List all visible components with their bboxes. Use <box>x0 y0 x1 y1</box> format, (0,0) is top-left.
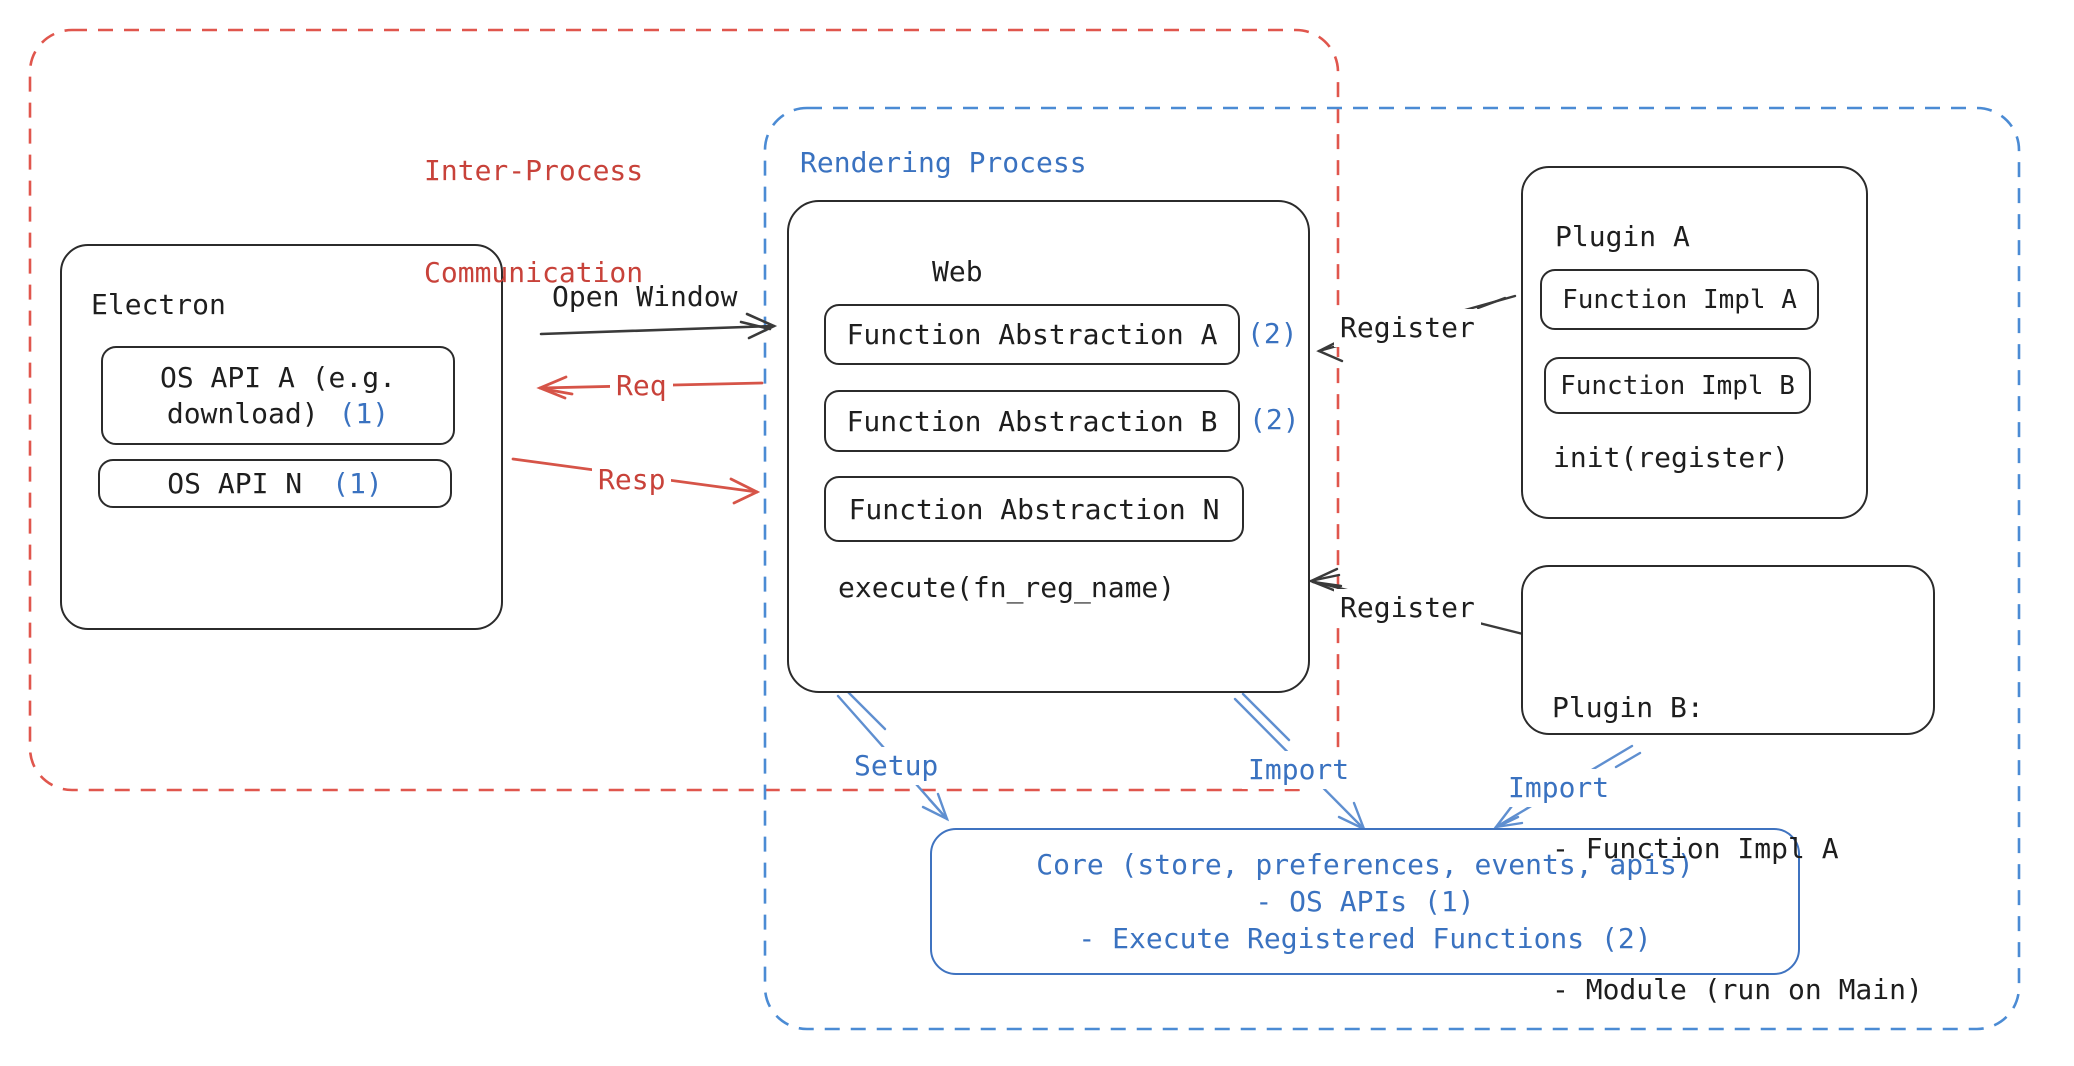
setup-label: Setup <box>848 747 945 785</box>
function-abstraction-b-badge: (2) <box>1249 403 1300 436</box>
plugin-a-box <box>1521 166 1868 519</box>
plugin-b-item-module: - Module (run on Main) <box>1552 973 1923 1006</box>
register-label-plugin-b: Register <box>1334 589 1481 627</box>
function-abstraction-b-label: Function Abstraction B <box>846 404 1218 438</box>
function-abstraction-a-box: Function Abstraction A <box>824 304 1240 365</box>
init-register-label: init(register) <box>1553 441 1790 474</box>
register-label-plugin-a: Register <box>1334 309 1481 347</box>
plugin-b-title: Plugin B: <box>1552 691 1704 724</box>
ipc-label-line2: Communication <box>424 256 644 289</box>
ipc-region-label: Inter-Process Communication <box>424 86 643 358</box>
plugin-b-box <box>1521 565 1935 735</box>
os-api-a-line2-row: download) (1) <box>167 396 389 432</box>
os-api-n-label: OS API N <box>167 467 303 500</box>
plugin-a-title: Plugin A <box>1555 220 1690 253</box>
plugin-b-text: Plugin B: - Function Impl A - Module (ru… <box>1552 590 1923 1066</box>
os-api-a-line2: download) <box>166 396 319 430</box>
req-label: Req <box>610 367 673 405</box>
function-abstraction-b-box: Function Abstraction B <box>824 390 1240 452</box>
rendering-process-boundary <box>763 106 2021 1031</box>
os-api-a-badge: (1) <box>338 396 390 430</box>
import-label-plugin-b: Import <box>1502 769 1616 807</box>
web-title: Web <box>932 255 983 288</box>
execute-call-label: execute(fn_reg_name) <box>838 571 1176 604</box>
function-abstraction-a-label: Function Abstraction A <box>846 318 1218 351</box>
function-impl-a-label: Function Impl A <box>1562 284 1797 315</box>
function-abstraction-a-badge: (2) <box>1247 317 1298 350</box>
function-impl-b-box: Function Impl B <box>1544 357 1811 414</box>
resp-label: Resp <box>592 461 672 499</box>
open-window-arrow <box>539 312 778 340</box>
import-label-web: Import <box>1242 751 1356 789</box>
os-api-a-box: OS API A (e.g. download) (1) <box>101 346 455 445</box>
open-window-label: Open Window <box>552 280 738 313</box>
function-abstraction-n-label: Function Abstraction N <box>848 492 1220 526</box>
core-line2: - OS APIs (1) <box>1255 885 1475 918</box>
function-impl-a-box: Function Impl A <box>1540 269 1819 330</box>
function-impl-b-label: Function Impl B <box>1560 370 1795 401</box>
function-abstraction-n-box: Function Abstraction N <box>824 476 1244 542</box>
core-line3: - Execute Registered Functions (2) <box>1078 922 1652 955</box>
os-api-n-badge: (1) <box>332 467 383 500</box>
core-line1: Core (store, preferences, events, apis) <box>1036 848 1694 881</box>
electron-title: Electron <box>91 288 226 321</box>
os-api-n-box: OS API N (1) <box>98 459 452 508</box>
plugin-b-item-impl-a: - Function Impl A <box>1552 832 1839 865</box>
ipc-boundary <box>28 28 1340 792</box>
rendering-process-label: Rendering Process <box>800 146 1087 179</box>
core-box: Core (store, preferences, events, apis) … <box>930 828 1800 975</box>
ipc-label-line1: Inter-Process <box>424 154 644 187</box>
os-api-a-line1: OS API A (e.g. <box>159 360 396 394</box>
